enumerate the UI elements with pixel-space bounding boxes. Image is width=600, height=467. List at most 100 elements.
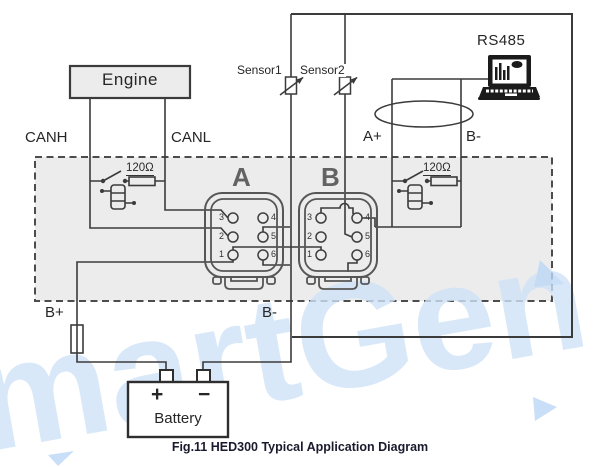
pin-a-2-label: 2 [218,231,224,241]
pin-b-6 [351,249,363,261]
sensor1-symbol [279,76,304,96]
battery [126,369,230,439]
battery-box [126,380,230,439]
rs485-b-minus-label: B- [466,128,481,145]
choke-right [407,184,423,210]
pin-b-2-label: 2 [306,231,312,241]
sensor2-label: Sensor2 [299,63,346,77]
pin-b-4-label: 4 [365,212,371,222]
choke-dot [397,189,401,193]
connector-a-inner [210,198,278,272]
connector-b-label: B [321,162,340,192]
pin-b-6-label: 6 [365,249,371,259]
pin-a-1 [227,249,239,261]
wire-rs485 [362,78,490,228]
pin-a-3 [227,212,239,224]
figure-caption: Fig.11 HED300 Typical Application Diagra… [171,440,429,454]
wire-b6-ground [347,260,358,272]
termination-left-label: 120Ω [126,162,154,177]
sensor2-symbol [333,76,358,96]
resistor-left [128,176,156,187]
battery-minus-sign: − [198,383,211,406]
watermark-swoosh [534,260,564,287]
wire-a6-ground [262,260,290,266]
sensor1-body [284,76,298,95]
connector-b [298,192,378,290]
connector-a-label: A [232,162,251,192]
pin-b-3-label: 3 [306,212,312,222]
switch-contact [402,178,408,184]
connector-b-body [298,192,378,278]
termination-right-label: 120Ω [423,162,451,177]
connector-a-tab [266,276,276,285]
pin-b-1 [315,249,327,261]
pin-a-6 [257,249,269,261]
pin-a-4 [257,212,269,224]
wire-can [89,98,229,237]
rs485-label: RS485 [477,32,526,49]
screen-chart-bar [503,70,506,80]
engine-label: Engine [102,70,158,89]
pin-b-4 [351,212,363,224]
switch-contact [122,178,128,184]
connector-a-body [204,192,284,278]
pin-b-5-label: 5 [365,231,371,241]
connector-a [204,192,284,290]
b-plus-label: B+ [45,304,64,321]
choke-dot [132,201,136,205]
laptop-trackpad [505,93,517,96]
screen-chart-bar [507,66,510,80]
connector-b-latch [318,277,358,290]
screen-graphic [511,61,523,68]
wire-a5-sensor1 [262,226,290,232]
switch-contact [424,178,430,184]
pin-a-4-label: 4 [271,212,277,222]
pin-b-1-label: 1 [306,249,312,259]
battery-label: Battery [154,410,202,427]
choke-left-leads [103,190,133,204]
connector-a-latch-inner [230,277,258,282]
sensor2-arrowhead [350,77,358,84]
watermark-swoosh [48,451,74,466]
connector-b-tab [306,276,316,285]
ground-loop-outline [291,13,573,338]
pin-b-5 [351,231,363,243]
canh-label: CANH [25,129,68,146]
watermark-swoosh [533,397,557,421]
choke-right-leads [400,190,430,204]
wire-battery-plus [76,260,234,370]
pin-a-3-label: 3 [218,212,224,222]
sensor2-body [338,76,352,95]
b-minus-label: B- [262,304,277,321]
pin-a-1-label: 1 [218,249,224,259]
sensor1-label: Sensor1 [237,63,282,77]
screen-chart-bar [499,63,502,80]
pin-a-2 [227,231,239,243]
screen-chart-bar [495,67,498,80]
cable-ellipse [374,100,474,128]
resistor-right [430,176,458,187]
choke-dot [100,189,104,193]
switch-left [90,170,165,182]
connector-b-pins [315,212,363,261]
canl-label: CANL [171,129,212,146]
fuse [70,324,84,354]
termination-left [90,170,165,210]
pin-a-5-label: 5 [271,231,277,241]
pin-a-5 [257,231,269,243]
wire-b3-b4-jumper [320,202,354,214]
rs485-a-plus-label: A+ [363,128,382,145]
choke-dot [429,201,433,205]
controller-dashed-box [34,156,553,302]
pin-b-3 [315,212,327,224]
ground-loop [291,13,573,338]
connector-b-latch-inner [324,277,352,282]
laptop-base-lip [478,97,540,100]
sensor1-arrowhead [296,77,304,84]
connector-a-latch [224,277,264,290]
switch-contact [100,178,106,184]
wire-sensor1-ground [202,14,292,370]
switch-right [392,170,461,182]
